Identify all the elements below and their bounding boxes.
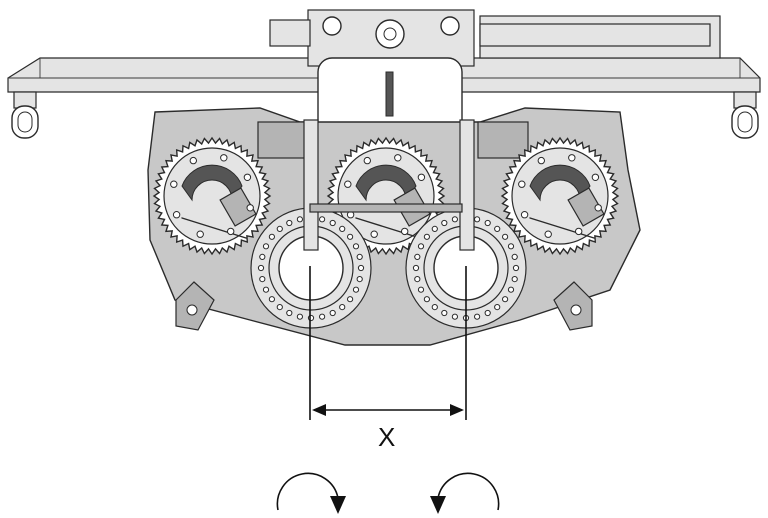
lifting-eye-right <box>731 91 759 139</box>
rotation-clockwise-icon <box>276 472 346 514</box>
center-head <box>269 9 475 141</box>
lifting-eye-left <box>11 91 39 139</box>
dimension-x: X <box>309 266 467 452</box>
dimension-label: X <box>378 422 395 452</box>
side-clamp-right <box>553 281 593 331</box>
dimension-arrow-left <box>312 404 326 416</box>
ring-1 <box>250 207 372 329</box>
rotation-counter-clockwise-icon <box>430 472 500 514</box>
slide-rods <box>303 119 475 251</box>
upper-gears <box>152 136 620 256</box>
dimension-arrow-right <box>450 404 464 416</box>
side-clamp-left <box>175 281 215 331</box>
gear-3 <box>500 136 620 256</box>
gear-1 <box>152 136 272 256</box>
gear-2 <box>326 136 446 256</box>
